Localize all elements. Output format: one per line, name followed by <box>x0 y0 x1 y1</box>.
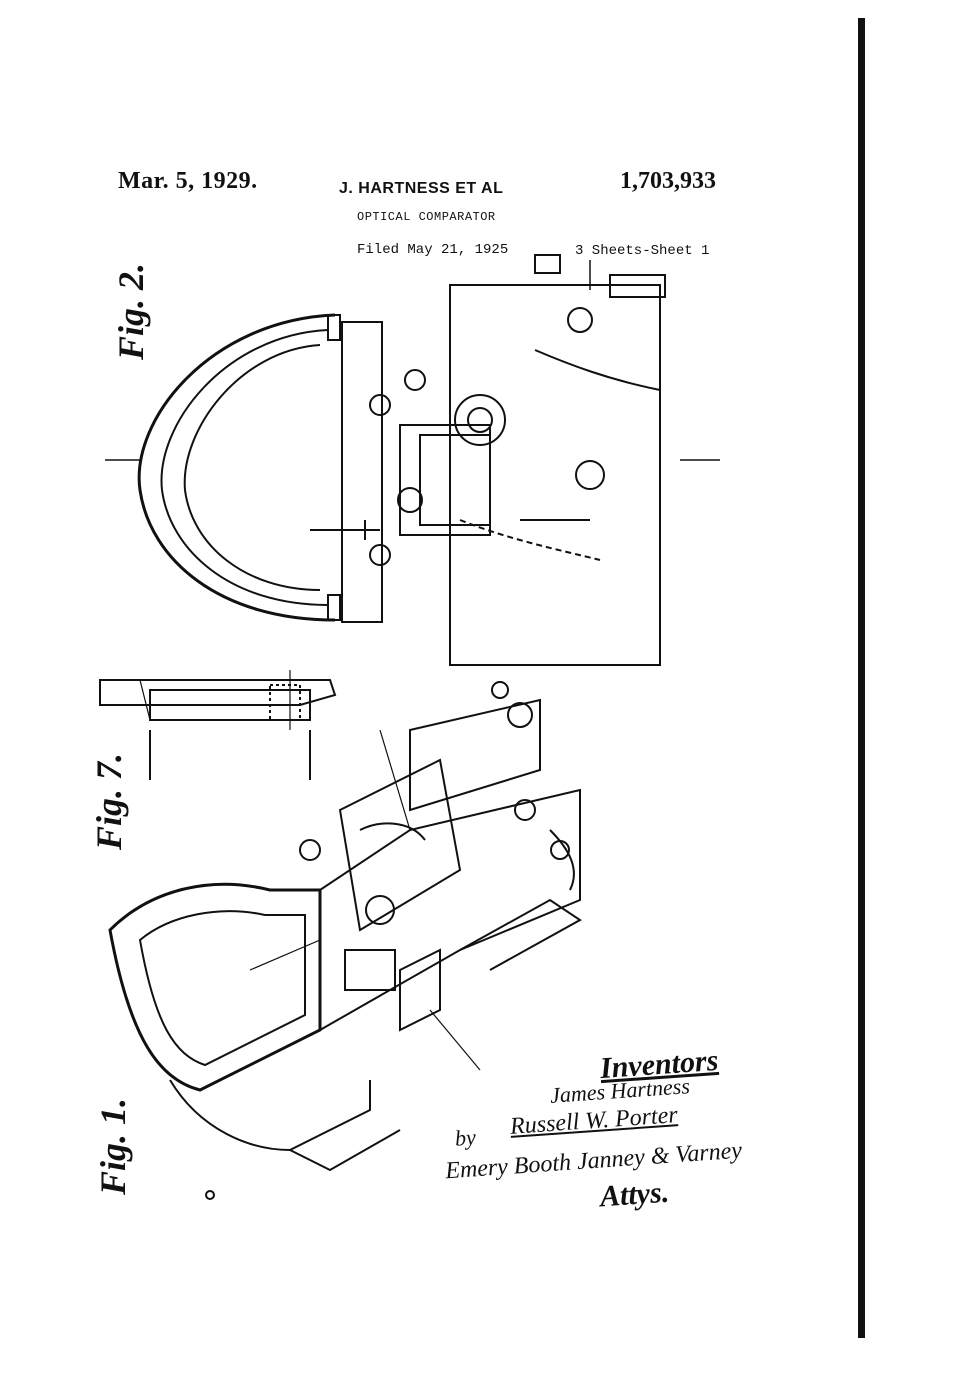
filed-date: Filed May 21, 1925 <box>357 242 509 258</box>
fig7-drawing <box>99 670 337 780</box>
attorneys-label: Attys. <box>598 1175 671 1214</box>
patent-drawing <box>99 254 720 1200</box>
fig2-label: Fig. 2. <box>111 262 151 360</box>
sheet-count: 3 Sheets-Sheet 1 <box>575 243 710 259</box>
patent-number: 1,703,933 <box>620 168 716 194</box>
scan-edge-bar <box>858 18 865 1338</box>
fig7-label: Fig. 7. <box>89 752 129 850</box>
by-label: by <box>454 1124 477 1151</box>
inventors-short: J. HARTNESS ET AL <box>339 180 504 197</box>
fig1-drawing <box>108 681 582 1200</box>
patent-date: Mar. 5, 1929. <box>118 168 258 194</box>
fig1-label: Fig. 1. <box>93 1097 133 1195</box>
fig2-drawing <box>105 254 720 666</box>
patent-title: OPTICAL COMPARATOR <box>357 210 496 224</box>
